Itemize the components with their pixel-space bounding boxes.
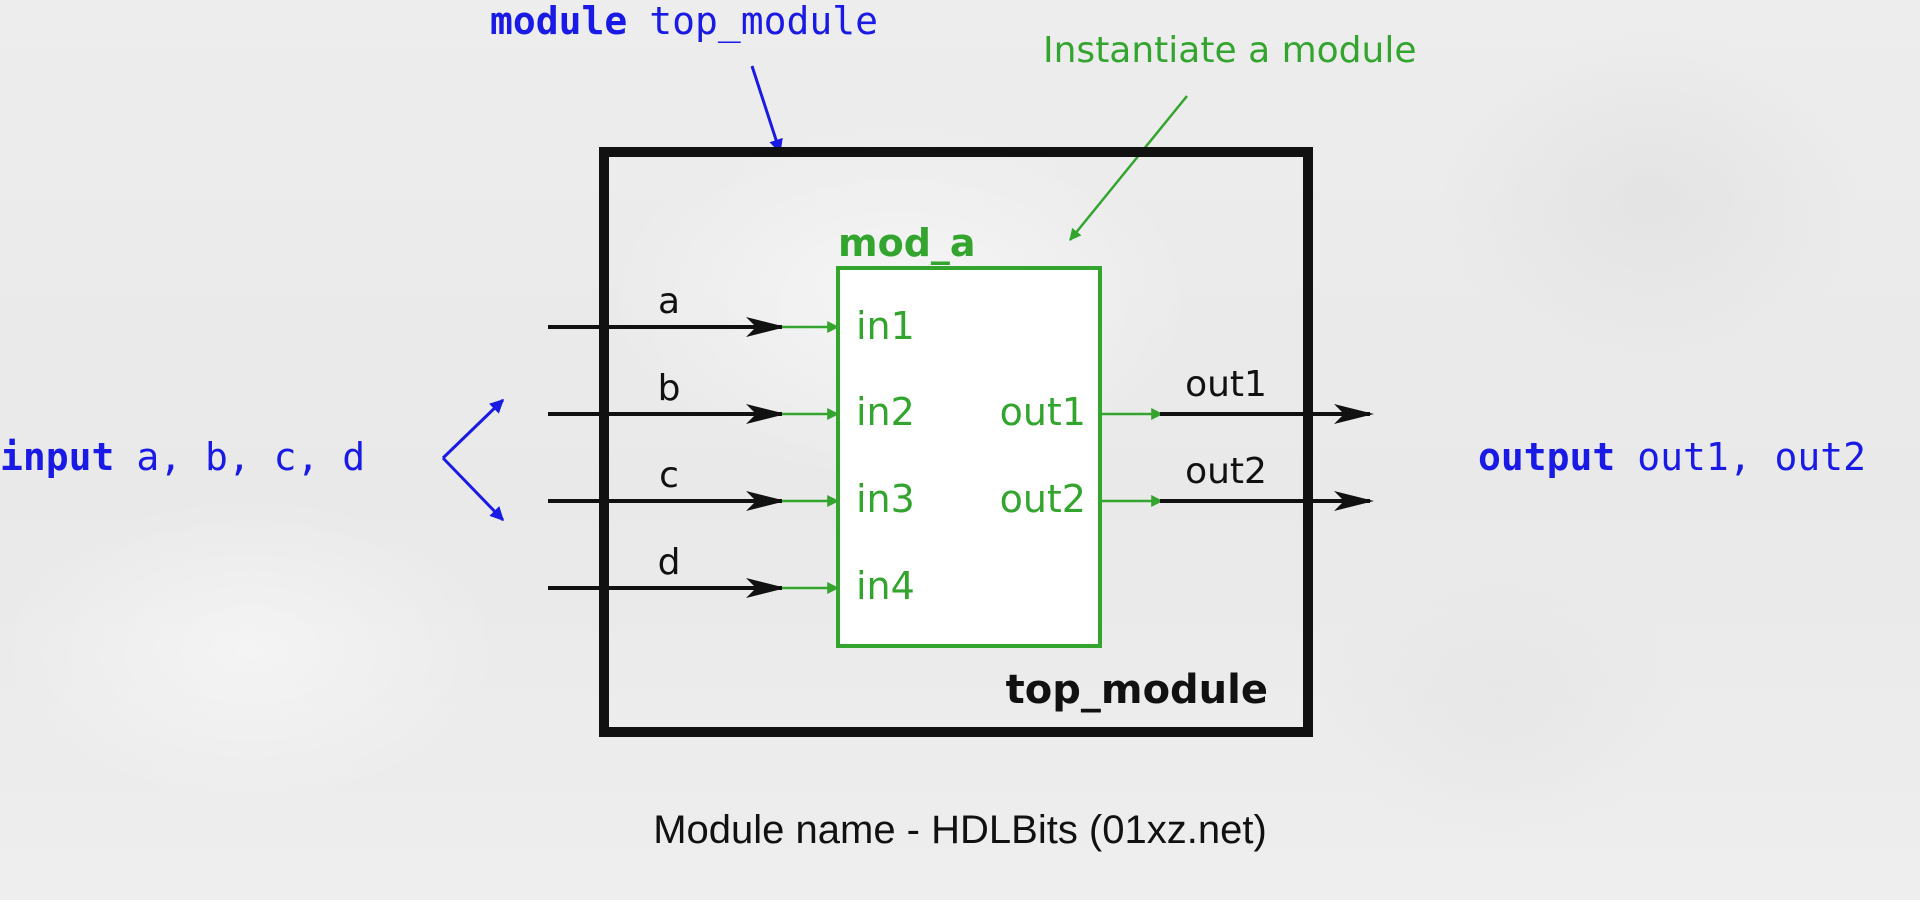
wire-d-label: d xyxy=(658,542,681,583)
wire-out1-label: out1 xyxy=(1185,364,1267,405)
port-out2-label: out2 xyxy=(1000,477,1086,521)
wire-c-label: c xyxy=(659,455,679,496)
module-keyword: module xyxy=(490,0,627,43)
input-arrow-lower xyxy=(441,456,505,522)
output-list: out1, out2 xyxy=(1637,435,1866,479)
mod-a-label: mod_a xyxy=(838,221,976,265)
input-keyword: input xyxy=(0,435,114,479)
caption: Module name - HDLBits (01xz.net) xyxy=(653,808,1267,852)
module-declaration: module top_module xyxy=(490,0,878,44)
top-module-label: top_module xyxy=(1006,667,1268,713)
port-in3-label: in3 xyxy=(856,477,915,521)
wire-b-label: b xyxy=(658,368,681,409)
instantiate-arrow xyxy=(1069,95,1188,241)
instantiate-note: Instantiate a module xyxy=(1043,30,1416,71)
wire-out2-label: out2 xyxy=(1185,451,1267,492)
module-declaration-name: top_module xyxy=(649,0,878,44)
input-list: a, b, c, d xyxy=(136,435,365,479)
input-arrow-upper xyxy=(441,398,505,460)
wire-a-label: a xyxy=(658,281,680,322)
output-declaration: output out1, out2 xyxy=(1478,435,1866,479)
port-out1-label: out1 xyxy=(1000,390,1086,434)
top-module-box xyxy=(599,147,1313,737)
output-keyword: output xyxy=(1478,435,1615,479)
port-in1-label: in1 xyxy=(856,304,915,348)
mod-a-box xyxy=(836,266,1102,648)
port-in4-label: in4 xyxy=(856,564,915,608)
input-declaration: input a, b, c, d xyxy=(0,435,365,479)
module-declaration-arrow xyxy=(750,65,783,154)
port-in2-label: in2 xyxy=(856,390,915,434)
